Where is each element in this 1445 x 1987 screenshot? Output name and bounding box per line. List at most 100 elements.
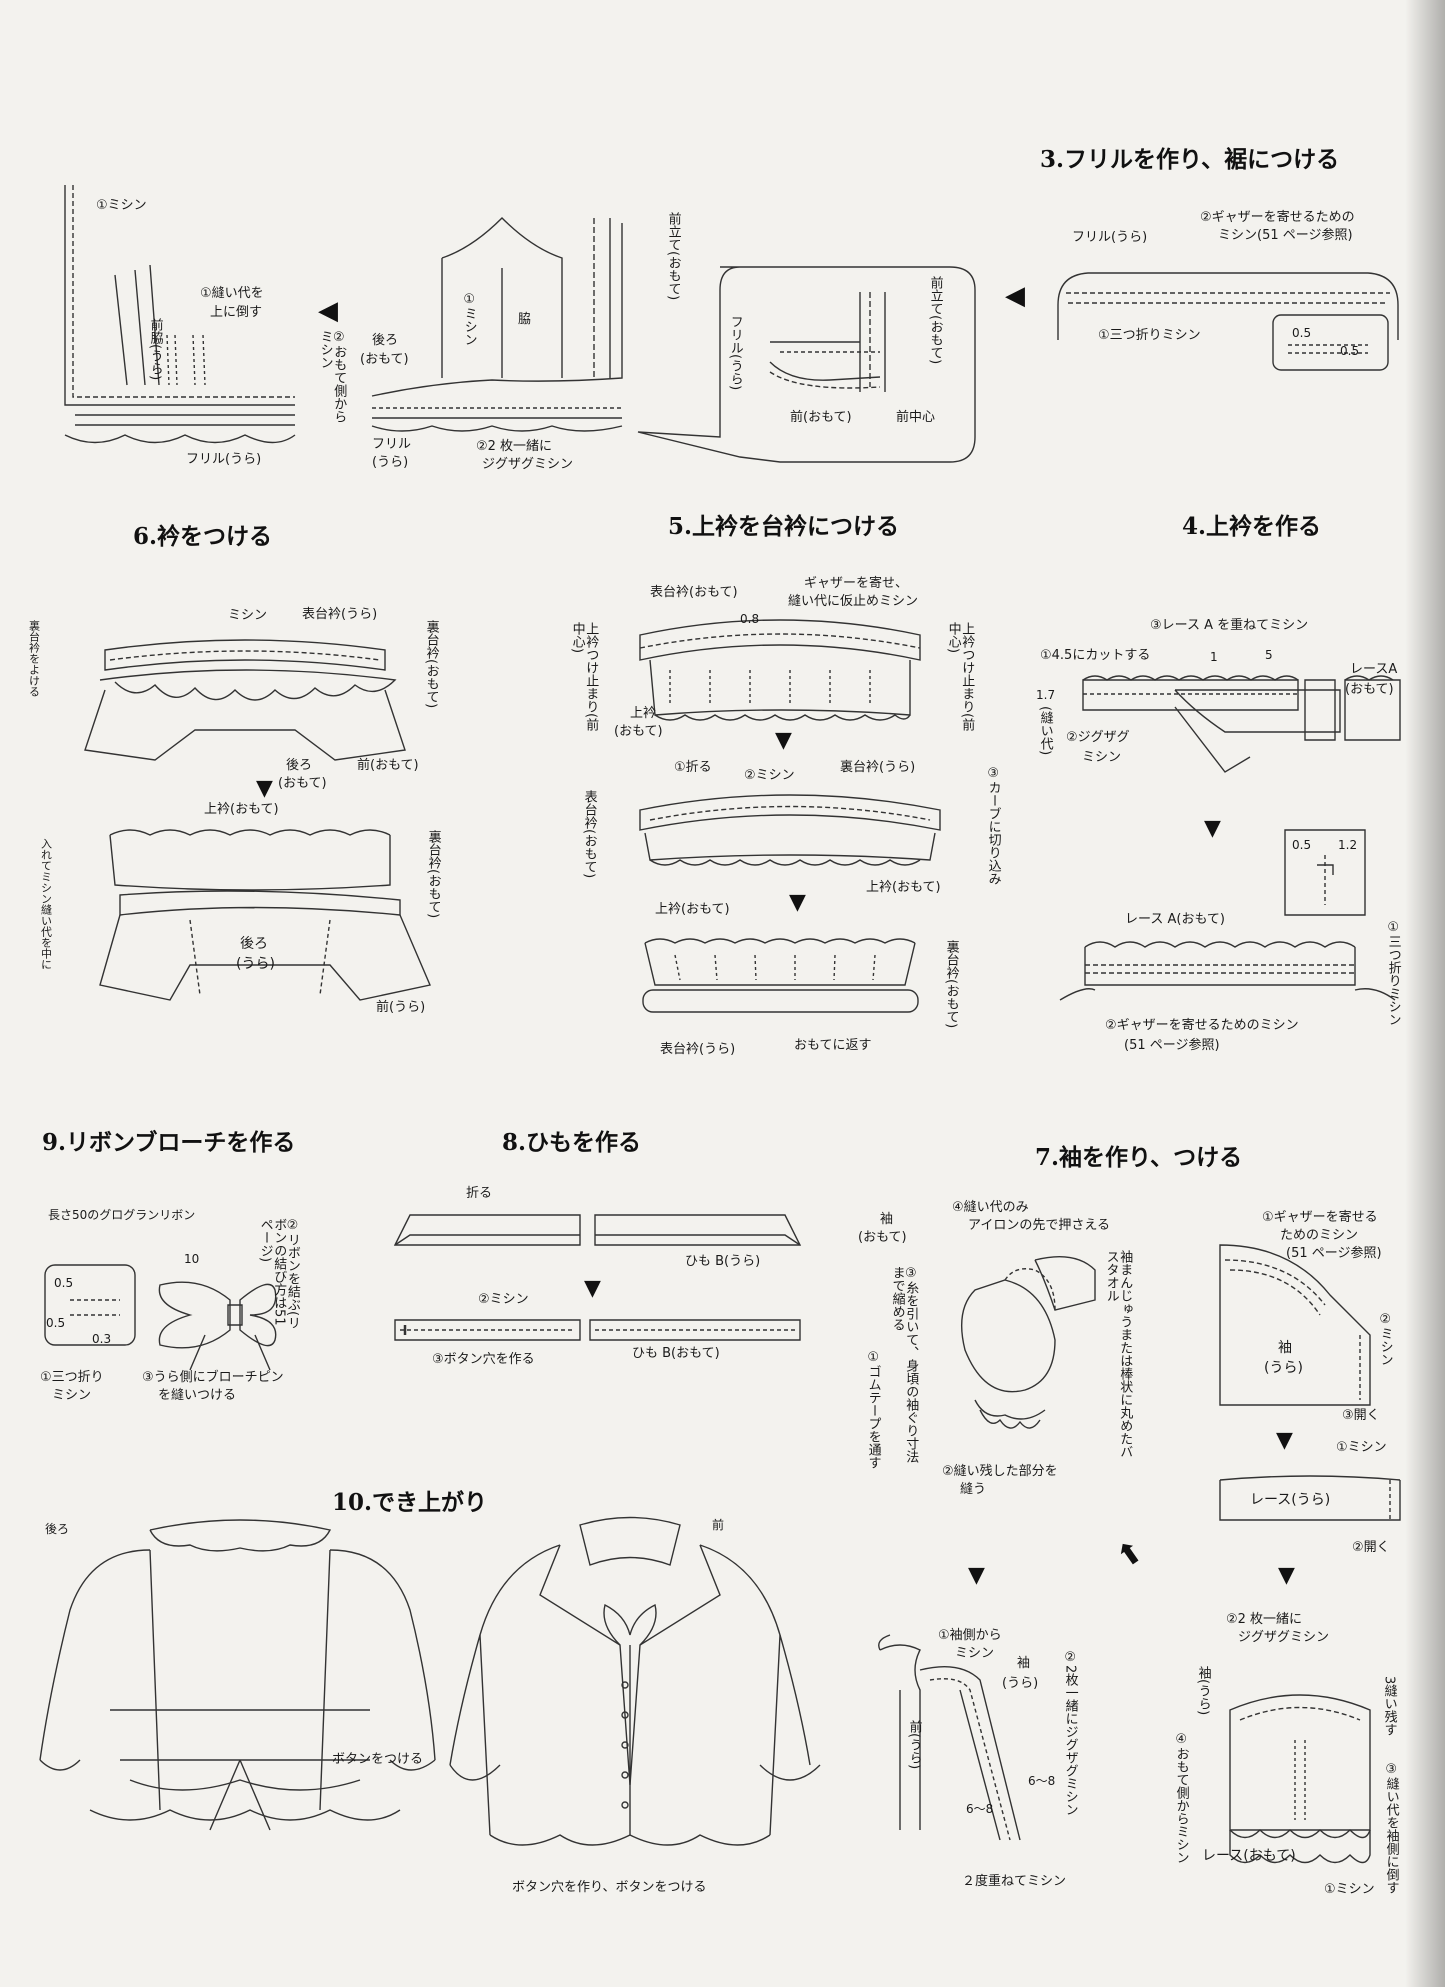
s3-machine1-label: ①ミシン xyxy=(96,198,147,213)
s7-hiraku2: ②開く xyxy=(1352,1540,1390,1555)
s3-waki: 脇 xyxy=(518,312,532,327)
s6-mae-ura: 前(うら) xyxy=(376,1000,426,1015)
s7-nuinokoshi-1: ②縫い残した部分を xyxy=(942,1464,1058,1479)
s3-maetate2-v: 前立て(おもて) xyxy=(927,276,943,365)
s7-mishin-v: ②ミシン xyxy=(1377,1312,1393,1366)
step10-title: 10.でき上がり xyxy=(332,1489,488,1516)
s3-n05b: 0.5 xyxy=(1340,344,1360,358)
s7-gather-3: (51 ページ参照) xyxy=(1286,1246,1382,1261)
arrow-down-icon: ▼ xyxy=(775,728,792,753)
s7-mishin1: ①ミシン xyxy=(1336,1440,1387,1455)
s7-mae-ura-v: 前(うら) xyxy=(906,1720,922,1770)
s8-buttonhole: ③ボタン穴を作る xyxy=(432,1352,535,1367)
s3-zigzag-2: ジグザグミシン xyxy=(482,457,574,472)
s3-frill-ura-b1: フリル xyxy=(372,437,412,452)
step10-front-view xyxy=(420,1505,850,1875)
s10-back: 後ろ xyxy=(45,1522,70,1536)
step7-sleeve-flat xyxy=(1210,1235,1375,1405)
s6-ura-daieri-v2: 裏台衿(おもて) xyxy=(425,830,441,919)
step5-collar-top xyxy=(610,620,950,730)
s4-n17: 1.7 xyxy=(1036,688,1056,702)
s7-sode-ura2-1: 袖 xyxy=(1017,1656,1031,1671)
step7-sleeve-puff xyxy=(945,1250,1105,1450)
arrow-down-icon: ▼ xyxy=(1278,1563,1295,1588)
s6-left-v1: 裏台衿をよける xyxy=(27,620,41,697)
s5-gather-2: 縫い代に仮止めミシン xyxy=(788,594,919,609)
s3-mitsuori: ①三つ折りミシン xyxy=(1098,328,1201,343)
s7-sodegawa-1: ①袖側から xyxy=(938,1628,1002,1643)
s4-lace-a: レースA xyxy=(1350,662,1398,677)
arrow-up-left-icon: ⬆ xyxy=(1109,1533,1151,1577)
s3-frill-v: フリル(うら) xyxy=(727,315,743,391)
s4-zigzag-2: ミシン xyxy=(1082,750,1122,765)
s3-omote-side: ②おもて側から ミシン xyxy=(317,330,347,423)
s9-pin-2: を縫いつける xyxy=(158,1388,237,1403)
s7-sode-omote-2: (おもて) xyxy=(858,1230,907,1245)
s4-mitsuori-v: ①三つ折りミシン xyxy=(1385,920,1401,1026)
s5-curve-v: ③カーブに切り込み xyxy=(985,766,1001,885)
s5-uwaeri-omote3: 上衿(おもて) xyxy=(655,902,730,917)
s3-zigzag-1: ②2 枚一緒に xyxy=(476,439,553,454)
s5-uwaeri-omote: (おもて) xyxy=(614,724,663,739)
step4-lace-gather-diagram xyxy=(1055,825,1405,1015)
step3-title: 3.フリルを作り、裾につける xyxy=(1040,146,1340,173)
s5-mishin: ②ミシン xyxy=(744,768,795,783)
s3-frill-ura-c: フリル(うら) xyxy=(1072,230,1148,245)
s3-mishin-v: ①ミシン xyxy=(461,292,477,346)
s6-ushiro-ura-2: (うら) xyxy=(236,956,275,972)
s8-oru: 折る xyxy=(466,1186,493,1201)
step3-front-placket-diagram xyxy=(372,208,642,433)
s6-omote-daieri-ura: 表台衿(うら) xyxy=(302,607,378,622)
s6-mae-omote: 前(おもて) xyxy=(357,758,419,773)
s7-zigzag-v: ②2枚一緒にジグザグミシン xyxy=(1062,1650,1078,1817)
s4-gather-2: (51 ページ参照) xyxy=(1124,1038,1220,1053)
s9-mitsuori-2: ミシン xyxy=(52,1388,92,1403)
s4-cut: ①4.5にカットする xyxy=(1040,648,1151,663)
s4-n1: 1 xyxy=(1210,650,1218,664)
step7-sleeve-attach xyxy=(870,1630,1090,1850)
s5-gather-1: ギャザーを寄せ、 xyxy=(804,576,909,591)
s7-hiraku: ③開く xyxy=(1342,1408,1380,1423)
s3-gather-2: ミシン(51 ページ参照) xyxy=(1218,228,1353,243)
s7-sode-ura-1: 袖 xyxy=(1278,1340,1292,1356)
s6-left-v2: 入れてミシン縫い代を中に xyxy=(39,838,53,970)
s5-ura-daieri: 裏台衿(うら) xyxy=(840,760,916,775)
step3-side-seam-diagram xyxy=(55,185,315,455)
step8-title: 8.ひもを作る xyxy=(502,1129,642,1156)
s7-thread-v: ③糸を引いて、身頃の袖ぐり寸法まで縮める xyxy=(889,1266,919,1463)
step5-title: 5.上衿を台衿につける xyxy=(668,513,900,540)
step7-sleeve-finish xyxy=(1220,1690,1380,1890)
s3-gather-1: ②ギャザーを寄せるための xyxy=(1200,210,1355,225)
s7-sode-ura-2: (うら) xyxy=(1264,1360,1303,1376)
s7-iron-1: ④縫い代のみ xyxy=(952,1200,1029,1215)
step6-collar-attach-top xyxy=(75,630,415,770)
s7-gather-2: ためのミシン xyxy=(1280,1228,1359,1243)
arrow-down-icon: ▼ xyxy=(789,890,806,915)
step9-ribbon-diagram xyxy=(40,1260,280,1370)
s7-omotegawa-v: ④おもて側からミシン xyxy=(1173,1732,1189,1864)
s9-n05b: 0.5 xyxy=(46,1316,66,1330)
s6-ushiro-2: (おもて) xyxy=(278,776,327,791)
s3-frill-ura-b2: (うら) xyxy=(372,455,409,470)
step7-lace-strip xyxy=(1215,1470,1415,1530)
s7-nido: ２度重ねてミシン xyxy=(962,1874,1067,1889)
s6-ushiro-ura-1: 後ろ xyxy=(240,936,268,952)
s5-oru: ①折る xyxy=(674,760,712,775)
arrow-down-icon: ▼ xyxy=(256,776,273,801)
s4-lace-overlay: ③レース A を重ねてミシン xyxy=(1150,618,1309,633)
s8-himo-ura: ひも B(うら) xyxy=(685,1254,761,1269)
s7-sode-omote-1: 袖 xyxy=(880,1212,894,1227)
s10-button: ボタンをつける xyxy=(332,1752,424,1767)
s9-mitsuori-1: ①三つ折り xyxy=(40,1370,104,1385)
s3-seam-up-2: 上に倒す xyxy=(210,305,263,320)
arrow-left-icon: ◀ xyxy=(318,296,338,326)
s3-maetate-v: 前立て(おもて) xyxy=(665,212,681,301)
step4-title: 4.上衿を作る xyxy=(1182,513,1322,540)
s7-sode-ura2-2: (うら) xyxy=(1002,1676,1039,1691)
s5-omote-daieri-v: 表台衿(おもて) xyxy=(581,790,597,879)
s3-n05a: 0.5 xyxy=(1292,326,1312,340)
s4-gather-1: ②ギャザーを寄せるためのミシン xyxy=(1105,1018,1299,1033)
s8-himo-omote: ひも B(おもて) xyxy=(632,1346,720,1361)
arrow-down-icon: ▼ xyxy=(1204,816,1221,841)
s5-uwaeri: 上衿 xyxy=(630,706,657,721)
